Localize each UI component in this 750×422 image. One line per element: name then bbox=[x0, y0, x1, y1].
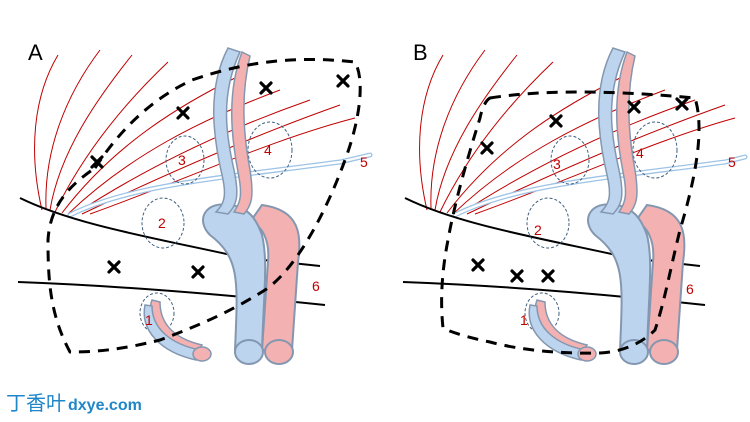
panel-a: A bbox=[17, 40, 373, 365]
region-2 bbox=[526, 197, 570, 249]
label-4: 4 bbox=[636, 145, 644, 161]
region-4 bbox=[247, 121, 293, 179]
watermark-chinese: 丁香叶 bbox=[6, 391, 66, 415]
region-2 bbox=[141, 197, 185, 249]
fascia-upper bbox=[404, 197, 701, 267]
label-5: 5 bbox=[728, 154, 736, 170]
label-4: 4 bbox=[264, 142, 272, 158]
dissection-boundary-b bbox=[440, 90, 701, 355]
watermark-url: dxye.com bbox=[68, 397, 142, 414]
region-4 bbox=[632, 121, 678, 179]
label-1: 1 bbox=[145, 312, 153, 328]
label-6: 6 bbox=[312, 278, 320, 294]
nerve-fibers bbox=[419, 49, 736, 215]
region-3 bbox=[550, 135, 590, 185]
label-5: 5 bbox=[360, 154, 368, 170]
marker-crosses bbox=[90, 74, 350, 279]
label-6: 6 bbox=[686, 281, 694, 297]
label-1: 1 bbox=[520, 312, 528, 328]
panel-b: B bbox=[402, 40, 748, 365]
nerve-fibers bbox=[34, 49, 356, 215]
panel-letter-b: B bbox=[413, 40, 428, 65]
region-1 bbox=[524, 292, 560, 334]
label-2: 2 bbox=[534, 222, 542, 238]
label-3: 3 bbox=[178, 152, 186, 168]
label-3: 3 bbox=[553, 156, 561, 172]
fascia-upper bbox=[19, 197, 321, 267]
panel-letter-a: A bbox=[28, 40, 43, 65]
region-1 bbox=[139, 292, 175, 334]
marker-crosses bbox=[471, 97, 689, 283]
major-vessels bbox=[143, 47, 301, 365]
dissection-boundary-a bbox=[46, 57, 362, 354]
region-3 bbox=[165, 135, 205, 185]
major-vessels bbox=[528, 47, 686, 365]
label-2: 2 bbox=[158, 215, 166, 231]
